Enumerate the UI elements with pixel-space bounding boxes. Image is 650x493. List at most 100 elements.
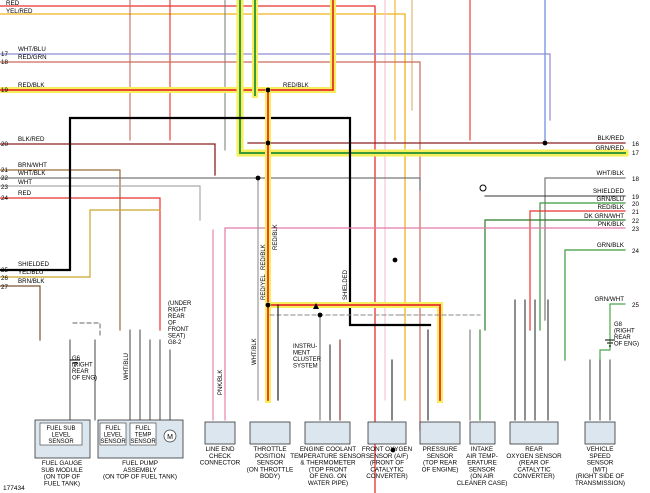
left-wire-num: 22 — [1, 175, 8, 182]
left-wire-num: 26 — [1, 275, 8, 282]
wire-r21-red-blk — [529, 210, 626, 331]
wire-19-red-blk — [0, 0, 334, 91]
left-wire-num: 27 — [1, 284, 8, 291]
pressure-sensor-box — [419, 421, 461, 445]
junctions — [255, 87, 548, 453]
right-wire-labels: BLK/RED 16 GRN/RED 17 WHT/BLK 18 SHIELDE… — [584, 135, 639, 309]
left-wire-label: BRN/WHT — [18, 162, 47, 169]
wire-tag-red-blk: RED/BLK — [283, 83, 309, 89]
ground-symbol-g8 — [605, 339, 615, 347]
right-wire-label: RED/BLK — [598, 204, 625, 211]
right-wire-num: 24 — [632, 248, 639, 255]
right-wire-label: GRN/BLU — [596, 196, 624, 203]
wire-yel-red-top — [0, 13, 406, 401]
right-wire-label: WHT/BLK — [596, 170, 624, 177]
doc-id: 177434 — [3, 485, 25, 492]
right-wire-num: 21 — [632, 209, 639, 216]
wire-tag-wht-blu: WHT/BLU — [124, 353, 130, 380]
left-wire-label: WHT/BLK — [18, 170, 46, 177]
junction-dot — [479, 184, 487, 192]
left-wire-num: 23 — [1, 184, 8, 191]
wire-17-wht-blu — [0, 53, 551, 121]
left-wire-label: WHT/BLU — [18, 46, 46, 53]
junction-dot — [265, 87, 271, 93]
wire-tag-red-blk-vert: RED/BLK — [261, 244, 267, 270]
wire-tag-pnk-blk: PNK/BLK — [218, 370, 224, 395]
wire-tag-wht-blk: WHT/BLK — [252, 338, 258, 365]
engine-coolant-temp-sensor-box — [304, 421, 351, 445]
right-wire-label: SHIELDED — [593, 188, 624, 195]
left-wire-num: 24 — [1, 195, 8, 202]
right-wire-label: PNK/BLK — [598, 221, 625, 228]
junction-dot — [255, 175, 261, 181]
wire-tag-red-blk-vert-2: RED/BLK — [273, 224, 279, 250]
right-wire-label: GRN/WHT — [594, 296, 624, 303]
ground-symbol-g6 — [70, 359, 80, 367]
vehicle-speed-sensor-box — [584, 421, 616, 445]
wire-22-wht-blk — [0, 177, 421, 191]
right-wire-num: 22 — [632, 218, 639, 225]
left-wire-label: BLK/RED — [18, 136, 45, 143]
fuel-level-sensor-box — [99, 422, 127, 446]
line-end-check-connector-box — [204, 421, 236, 445]
wire-24-red — [0, 197, 161, 331]
wire-layer — [0, 0, 629, 493]
wire-drop-check — [212, 229, 226, 421]
left-wire-label: YEL/RED — [6, 8, 33, 15]
fuel-sub-level-sensor-box — [39, 422, 83, 446]
right-wire-num: 23 — [632, 226, 639, 233]
left-wire-label: WHT — [18, 179, 32, 186]
right-wire-num: 18 — [632, 176, 639, 183]
left-wire-num: 19 — [1, 87, 8, 94]
right-wire-label: GRN/RED — [595, 145, 624, 152]
wire-23-wht — [0, 185, 201, 221]
left-wire-label: RED — [18, 190, 32, 197]
wire-tag-red-yel: RED/YEL — [261, 274, 267, 300]
right-wire-num: 25 — [632, 302, 639, 309]
fuel-temp-sensor-box — [129, 422, 157, 446]
left-wire-label: SHIELDED — [18, 261, 49, 268]
wire-dashed-fuel — [72, 322, 101, 336]
right-wire-num: 19 — [632, 194, 639, 201]
left-wire-label: YEL/BLU — [18, 269, 43, 276]
left-wire-labels: RED YEL/RED 17 WHT/BLU 18 RED/GRN 19 RED… — [1, 0, 49, 291]
right-wire-label: DK GRN/WHT — [584, 213, 624, 220]
junction-dot — [317, 312, 323, 318]
wire-21-brn-wht — [0, 169, 121, 331]
left-wire-label: RED/GRN — [18, 54, 47, 61]
left-wire-num: 17 — [1, 51, 8, 58]
wire-r22-dk-grn — [484, 219, 626, 331]
wire-25-shielded — [0, 116, 432, 327]
wire-r18-wht-blk — [544, 177, 626, 321]
intake-air-temp-sensor-box — [469, 421, 496, 445]
junction-dot — [542, 140, 548, 146]
wire-20-blk-red — [0, 143, 216, 176]
left-wire-label: RED — [6, 0, 20, 7]
left-wire-label: BRN/BLK — [18, 278, 45, 285]
front-oxygen-sensor-box — [367, 421, 407, 445]
rear-oxygen-sensor-box — [509, 421, 559, 445]
left-wire-num: 20 — [1, 141, 8, 148]
motor-label: M — [167, 434, 173, 441]
junction-dot — [392, 257, 398, 263]
left-wire-num: 18 — [1, 59, 8, 66]
wire-r23-pnk-blk — [224, 227, 626, 396]
wire-r25-grn-wht — [599, 303, 626, 411]
